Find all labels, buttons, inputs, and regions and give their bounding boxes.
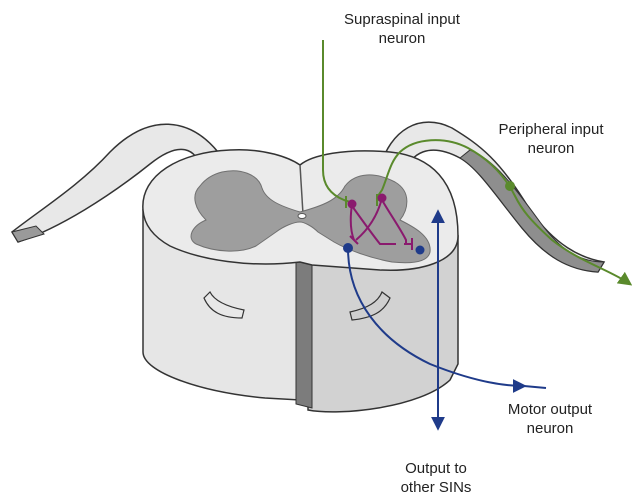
motor-neuron-axon-tail	[524, 386, 546, 388]
peripheral-label: Peripheral input neuron	[476, 120, 626, 158]
motor-label: Motor output neuron	[488, 400, 612, 438]
output-label: Output to other SINs	[384, 459, 488, 497]
right-dorsal-root-shadow	[460, 150, 604, 272]
anterior-fissure	[296, 260, 312, 408]
sin-output-cell-body	[416, 246, 425, 255]
central-canal	[298, 214, 306, 219]
supraspinal-label: Supraspinal input neuron	[322, 10, 482, 48]
peripheral-neuron-cell-body	[505, 181, 515, 191]
